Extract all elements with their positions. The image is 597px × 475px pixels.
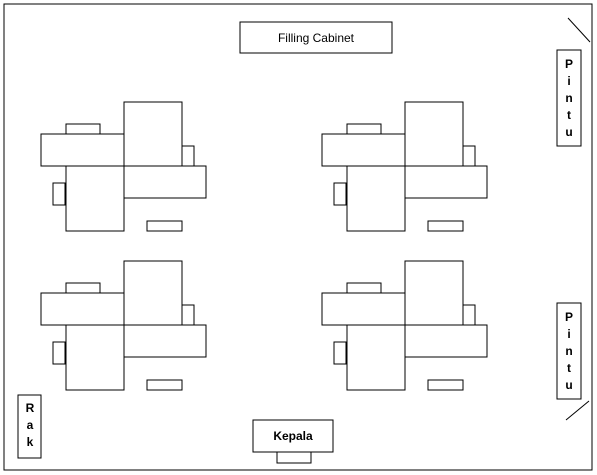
door-bottom: P i n t u <box>556 302 590 421</box>
shelf-letter-3: k <box>27 435 34 449</box>
shelf-letter-1: R <box>26 401 35 415</box>
workstation-cluster-top-right <box>321 101 488 232</box>
door-top-letter-2: i <box>567 74 570 88</box>
workstation-cluster-bottom-right <box>321 260 488 391</box>
door-top: P i n t u <box>556 17 591 147</box>
door-top-letter-4: t <box>567 108 571 122</box>
door-top-frame <box>556 49 582 147</box>
door-top-letter-3: n <box>565 91 572 105</box>
shelf-letter-2: a <box>27 418 34 432</box>
shelf: R a k <box>17 394 42 459</box>
door-bottom-letter-4: t <box>567 361 571 375</box>
head-desk-label: Kepala <box>273 429 313 443</box>
head-desk-chair <box>276 451 312 464</box>
workstation-cluster-bottom-left <box>40 260 207 391</box>
filing-cabinet: Filling Cabinet <box>239 21 393 54</box>
door-bottom-letter-1: P <box>565 310 573 324</box>
head-desk: Kepala <box>252 419 334 464</box>
door-bottom-letter-3: n <box>565 344 572 358</box>
door-top-letter-5: u <box>565 125 572 139</box>
shelf-box <box>17 394 42 459</box>
door-bottom-swing <box>565 400 590 421</box>
door-top-letter-1: P <box>565 57 573 71</box>
filing-cabinet-label: Filling Cabinet <box>278 31 355 45</box>
workstation-cluster-top-left <box>40 101 207 232</box>
head-desk-table <box>252 419 334 453</box>
door-bottom-letter-2: i <box>567 327 570 341</box>
door-bottom-frame <box>556 302 582 400</box>
filing-cabinet-box <box>239 21 393 54</box>
room-wall <box>3 3 593 471</box>
door-bottom-letter-5: u <box>565 378 572 392</box>
door-top-swing <box>567 17 591 43</box>
